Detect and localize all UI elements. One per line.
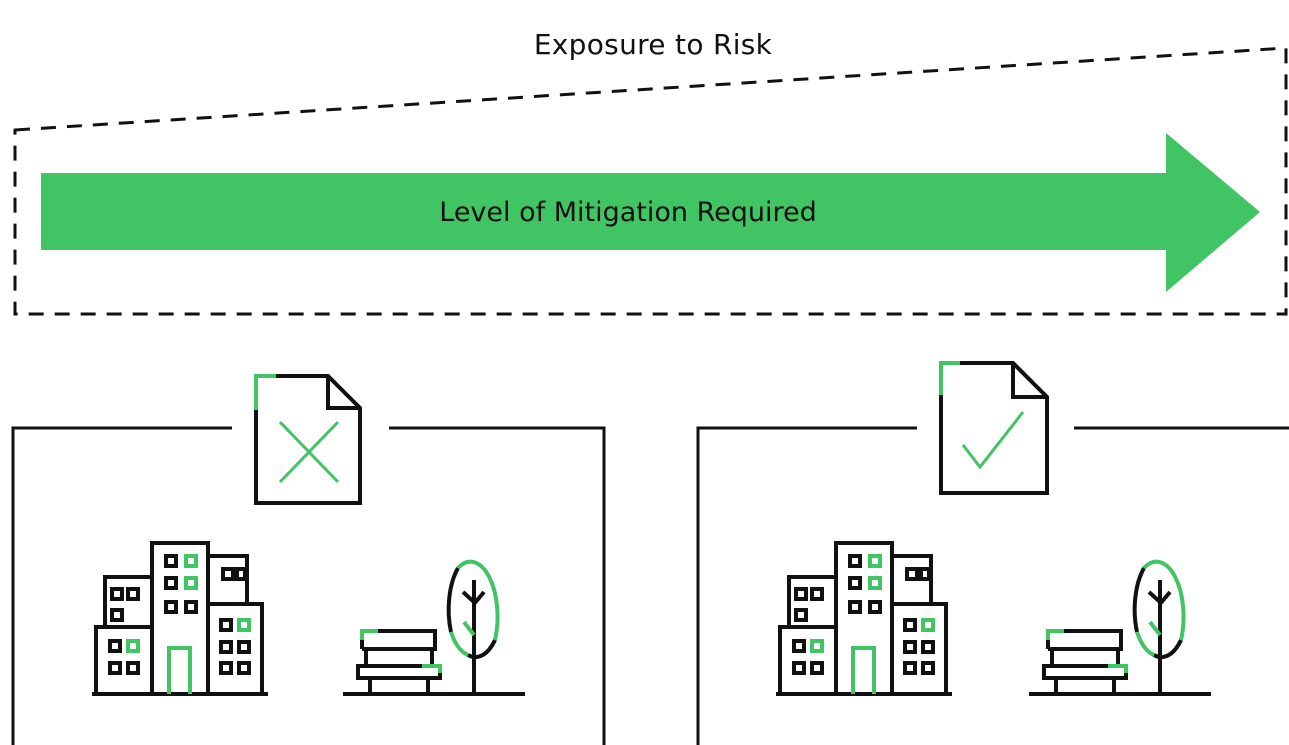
buildings-icon	[774, 541, 954, 696]
tree-icon	[446, 559, 500, 696]
mitigation-arrow	[41, 133, 1260, 292]
bench-icon	[1027, 629, 1213, 696]
document-check-icon	[939, 361, 1049, 495]
exposure-bracket	[13, 46, 1288, 316]
mitigation-label: Level of Mitigation Required	[439, 197, 817, 228]
document-cross-icon	[254, 374, 362, 505]
panel-right-frame	[696, 426, 1289, 745]
panel-left-frame	[11, 426, 606, 745]
exposure-to-risk-label: Exposure to Risk	[533, 28, 773, 61]
buildings-icon	[90, 541, 270, 696]
tree-icon	[1132, 559, 1186, 696]
bench-icon	[341, 629, 527, 696]
